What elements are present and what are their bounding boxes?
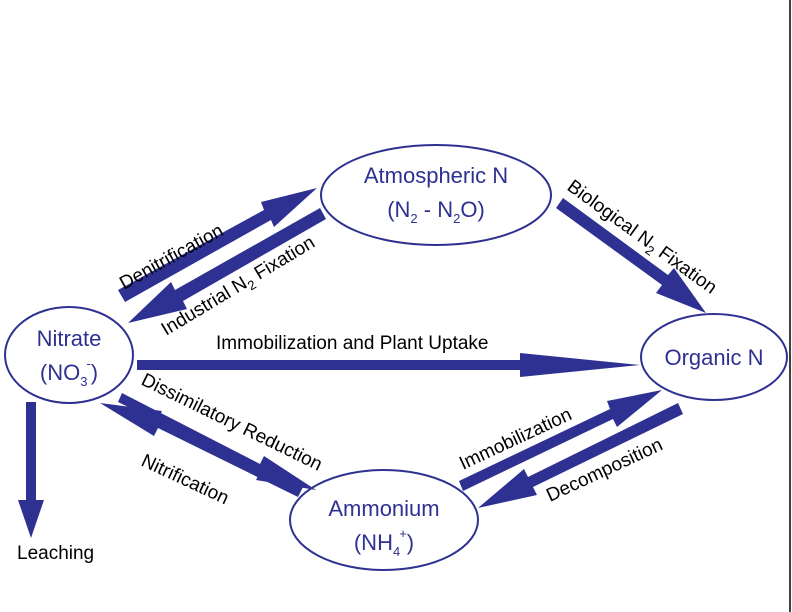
nitrate-formula: (NO3-)	[40, 356, 98, 389]
organic-n-node	[640, 313, 788, 401]
industrial-fixation-arrow	[128, 208, 326, 323]
immobilization-arrow	[459, 390, 662, 491]
nitrate-node	[4, 306, 134, 404]
ammonium-node	[289, 469, 479, 571]
ammonium-title: Ammonium	[328, 496, 439, 521]
leaching-arrow	[18, 402, 44, 538]
organic-n-title: Organic N	[664, 345, 763, 370]
denitrification-arrow	[118, 188, 317, 302]
plant-uptake-arrow	[137, 353, 640, 377]
dissimilatory-reduction-arrow	[118, 393, 316, 490]
atmospheric-n-title: Atmospheric N	[364, 163, 508, 188]
biological-fixation-label: Biological N2 Fixation	[561, 176, 720, 301]
atmospheric-n-node	[320, 144, 552, 246]
decomposition-arrow	[478, 403, 683, 508]
arrows	[18, 188, 706, 538]
nitrate-title: Nitrate	[37, 326, 102, 351]
nitrification-arrow	[100, 403, 303, 497]
leaching-label: Leaching	[17, 543, 94, 564]
biological-fixation-arrow	[556, 198, 706, 313]
atmospheric-n-formula: (N2 - N2O)	[387, 197, 485, 226]
ammonium-formula: (NH4+)	[354, 526, 414, 559]
nitrification-label: Nitrification	[138, 450, 232, 509]
plant-uptake-label: Immobilization and Plant Uptake	[216, 333, 488, 354]
